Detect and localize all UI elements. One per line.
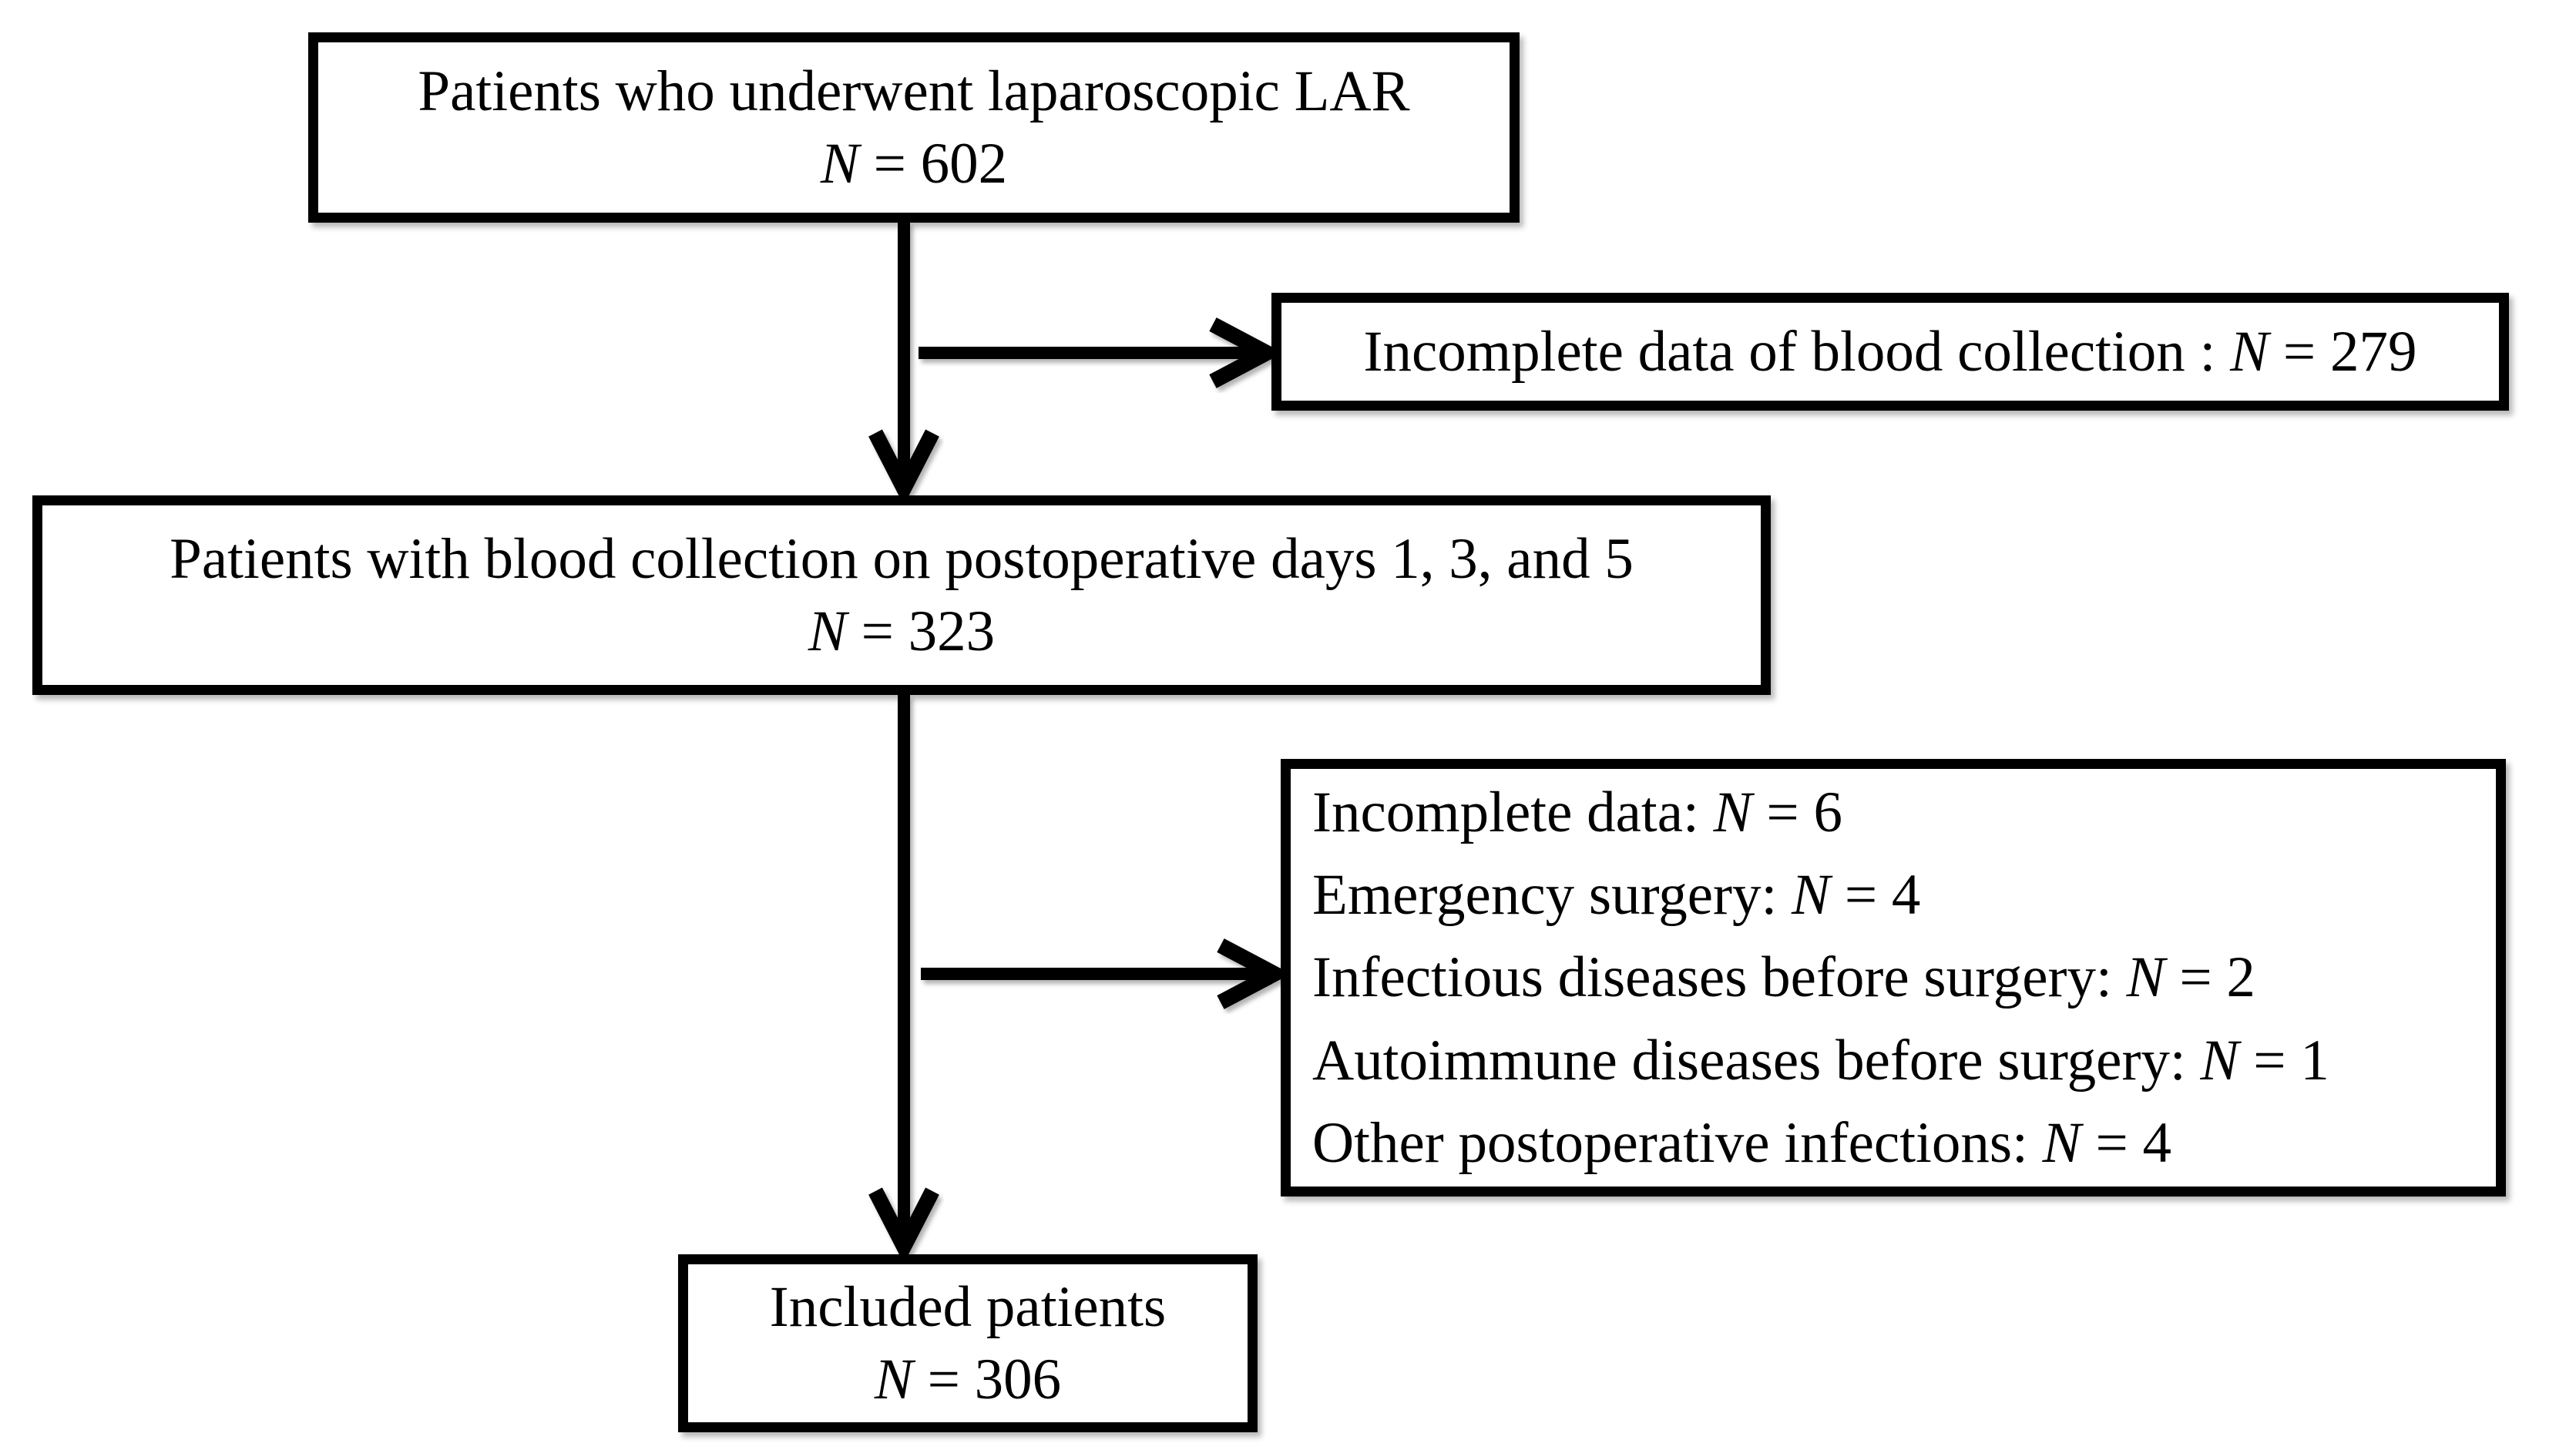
exclusion-item: Emergency surgery: N = 4 bbox=[1312, 854, 1920, 936]
n-value: = 323 bbox=[846, 599, 996, 663]
n-symbol: N bbox=[2126, 945, 2165, 1010]
exclusion-item: Infectious diseases before surgery: N = … bbox=[1312, 936, 2255, 1019]
exclusion-label: Emergency surgery: bbox=[1312, 863, 1792, 928]
exclusion-item: Autoimmune diseases before surgery: N = … bbox=[1312, 1019, 2329, 1102]
exclusion-label: Infectious diseases before surgery: bbox=[1312, 945, 2127, 1010]
arrow-right-icon bbox=[919, 317, 1284, 388]
arrow-down-icon bbox=[868, 695, 939, 1264]
exclusion-label: Autoimmune diseases before surgery: bbox=[1312, 1028, 2201, 1093]
box-included-patients-text: Included patients bbox=[769, 1274, 1167, 1339]
box-blood-collection-days-text: Patients with blood collection on postop… bbox=[170, 526, 1634, 591]
arrow-right-icon bbox=[921, 938, 1291, 1009]
box-exclusion-reasons: Incomplete data: N = 6 Emergency surgery… bbox=[1281, 759, 2506, 1197]
n-value: = 4 bbox=[2081, 1110, 2171, 1175]
n-symbol: N bbox=[2230, 319, 2269, 384]
box-included-patients-title: Included patients bbox=[770, 1271, 1166, 1344]
n-value: = 306 bbox=[912, 1347, 1062, 1411]
n-value: = 279 bbox=[2269, 319, 2417, 384]
box-included-patients-count: N = 306 bbox=[875, 1344, 1061, 1416]
box-underwent-lar-count: N = 602 bbox=[821, 128, 1007, 200]
n-value: = 2 bbox=[2165, 945, 2255, 1010]
n-value: = 1 bbox=[2238, 1028, 2329, 1093]
exclusion-label: Incomplete data: bbox=[1312, 780, 1714, 844]
box-blood-collection-days: Patients with blood collection on postop… bbox=[32, 495, 1771, 695]
n-value: = 6 bbox=[1751, 780, 1842, 844]
n-value: = 602 bbox=[858, 131, 1008, 196]
n-symbol: N bbox=[874, 1347, 913, 1411]
n-symbol: N bbox=[2042, 1110, 2081, 1175]
box-excluded-blood-collection: Incomplete data of blood collection : N … bbox=[1271, 293, 2509, 411]
exclusion-item: Incomplete data: N = 6 bbox=[1312, 771, 1842, 854]
box-underwent-lar: Patients who underwent laparoscopic LAR … bbox=[308, 32, 1520, 223]
n-symbol: N bbox=[808, 599, 847, 663]
n-value: = 4 bbox=[1830, 863, 1921, 928]
arrow-down-icon bbox=[868, 222, 939, 505]
box-blood-collection-days-count: N = 323 bbox=[808, 596, 995, 668]
exclusion-label: Incomplete data of blood collection : bbox=[1363, 319, 2231, 384]
n-symbol: N bbox=[2200, 1028, 2239, 1093]
exclusion-item: Other postoperative infections: N = 4 bbox=[1312, 1102, 2171, 1184]
box-underwent-lar-title: Patients who underwent laparoscopic LAR bbox=[418, 55, 1409, 128]
exclusion-label: Other postoperative infections: bbox=[1312, 1110, 2043, 1175]
n-symbol: N bbox=[1792, 863, 1831, 928]
box-included-patients: Included patients N = 306 bbox=[678, 1254, 1258, 1432]
box-excluded-blood-collection-text: Incomplete data of blood collection : N … bbox=[1364, 316, 2417, 388]
box-blood-collection-days-title: Patients with blood collection on postop… bbox=[170, 523, 1634, 596]
n-symbol: N bbox=[820, 131, 859, 196]
n-symbol: N bbox=[1713, 780, 1752, 844]
box-underwent-lar-text: Patients who underwent laparoscopic LAR bbox=[418, 59, 1410, 123]
